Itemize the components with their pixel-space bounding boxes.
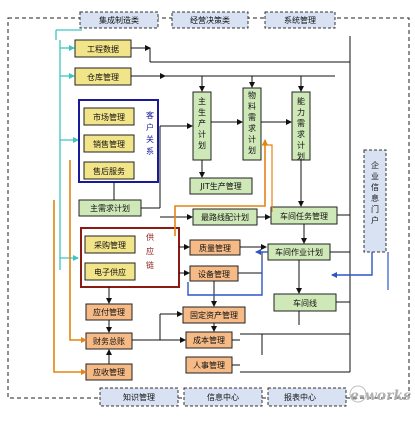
bottom-bar-item: 报表中心 (267, 387, 347, 407)
top-bar-label: 集成制造类 (99, 15, 139, 25)
shortest-path-box: 最路线配计划 (192, 208, 258, 226)
enterprise-portal: 企业信息门户 (363, 149, 387, 253)
top-bar-item: 系统管理 (264, 11, 336, 29)
orange-flow-1 (69, 160, 87, 343)
receivables-box: 应收管理 (85, 363, 133, 381)
warehouse-box: 仓库管理 (74, 67, 132, 86)
e-supply-label: 电子供应 (94, 267, 126, 277)
bottom-bar-label: 知识管理 (123, 392, 155, 402)
workshop-plan-box: 车间作业计划 (267, 243, 331, 261)
purchasing-box (84, 235, 136, 254)
workshop-line-label: 车间线 (293, 298, 317, 308)
scm-group: 采购管理 电子供应 供应链 (80, 227, 180, 288)
top-bar-item: 经营决策类 (171, 11, 249, 29)
mrp-label: 物料需求计划 (248, 90, 256, 155)
workshop-plan-label: 车间作业计划 (275, 247, 323, 257)
bottom-bar-label: 信息中心 (207, 392, 239, 402)
equipment-box: 设备管理 (189, 265, 239, 282)
watermark-logo (349, 385, 367, 403)
warehouse-label: 仓库管理 (87, 72, 119, 82)
workshop-line-box: 车间线 (273, 293, 337, 312)
crm-label: 客户关系 (146, 110, 154, 156)
jit-box: JIT生产管理 (189, 177, 253, 195)
top-bar-item: 集成制造类 (79, 11, 159, 29)
sales-management-box (83, 134, 135, 153)
top-bar-label: 经营决策类 (190, 15, 230, 25)
equipment-label: 设备管理 (198, 269, 230, 279)
cost-box: 成本管理 (185, 331, 233, 349)
mps-label: 主生产计划 (198, 96, 206, 150)
workshop-task-box: 车间任务管理 (270, 206, 338, 225)
after-sales-label: 售后服务 (93, 166, 125, 176)
engineering-data-label: 工程数据 (87, 44, 119, 54)
portal-label: 企业信息门户 (371, 160, 379, 225)
quality-box: 质量管理 (189, 239, 241, 256)
fixed-assets-box: 固定资产管理 (182, 306, 246, 324)
market-management-box (83, 107, 135, 126)
jit-label: JIT生产管理 (199, 181, 242, 191)
scm-label: 供应链 (146, 232, 154, 270)
orange-flow-2 (53, 200, 87, 375)
finance-label: 财务总账 (93, 336, 125, 346)
bottom-bar-item: 知识管理 (99, 387, 179, 407)
mrp-column: 物料需求计划 (242, 87, 262, 161)
market-management-label: 市场管理 (93, 112, 125, 122)
workshop-task-label: 车间任务管理 (280, 211, 328, 221)
crp-label: 能力需求计划 (297, 96, 305, 161)
e-supply-box (84, 262, 136, 281)
cost-label: 成本管理 (193, 335, 225, 345)
purchasing-label: 采购管理 (94, 240, 126, 250)
crm-group: 市场管理 销售管理 售后服务 客户关系 (78, 99, 159, 183)
top-bar-label: 系统管理 (284, 15, 316, 25)
finance-box: 财务总账 (85, 332, 133, 350)
blue-flow-1 (187, 260, 263, 296)
bottom-bar-item: 信息中心 (183, 387, 263, 407)
payables-box: 应付管理 (85, 303, 133, 321)
quality-label: 质量管理 (199, 243, 231, 253)
bottom-bar-label: 报表中心 (284, 392, 316, 402)
orange-flow-3 (174, 139, 268, 236)
after-sales-box (83, 161, 135, 180)
master-demand-label: 主需求计划 (90, 203, 130, 213)
shortest-path-label: 最路线配计划 (201, 212, 249, 222)
payables-label: 应付管理 (93, 307, 125, 317)
sales-management-label: 销售管理 (93, 139, 125, 149)
mps-column: 主生产计划 (192, 91, 212, 161)
blue-flow-2 (331, 252, 373, 278)
receivables-label: 应收管理 (93, 367, 125, 377)
fixed-assets-label: 固定资产管理 (190, 310, 238, 320)
crp-column: 能力需求计划 (291, 91, 311, 161)
master-demand-box: 主需求计划 (78, 199, 142, 217)
hr-box: 人事管理 (185, 356, 233, 374)
hr-label: 人事管理 (193, 360, 225, 370)
engineering-data-box: 工程数据 (74, 39, 132, 58)
